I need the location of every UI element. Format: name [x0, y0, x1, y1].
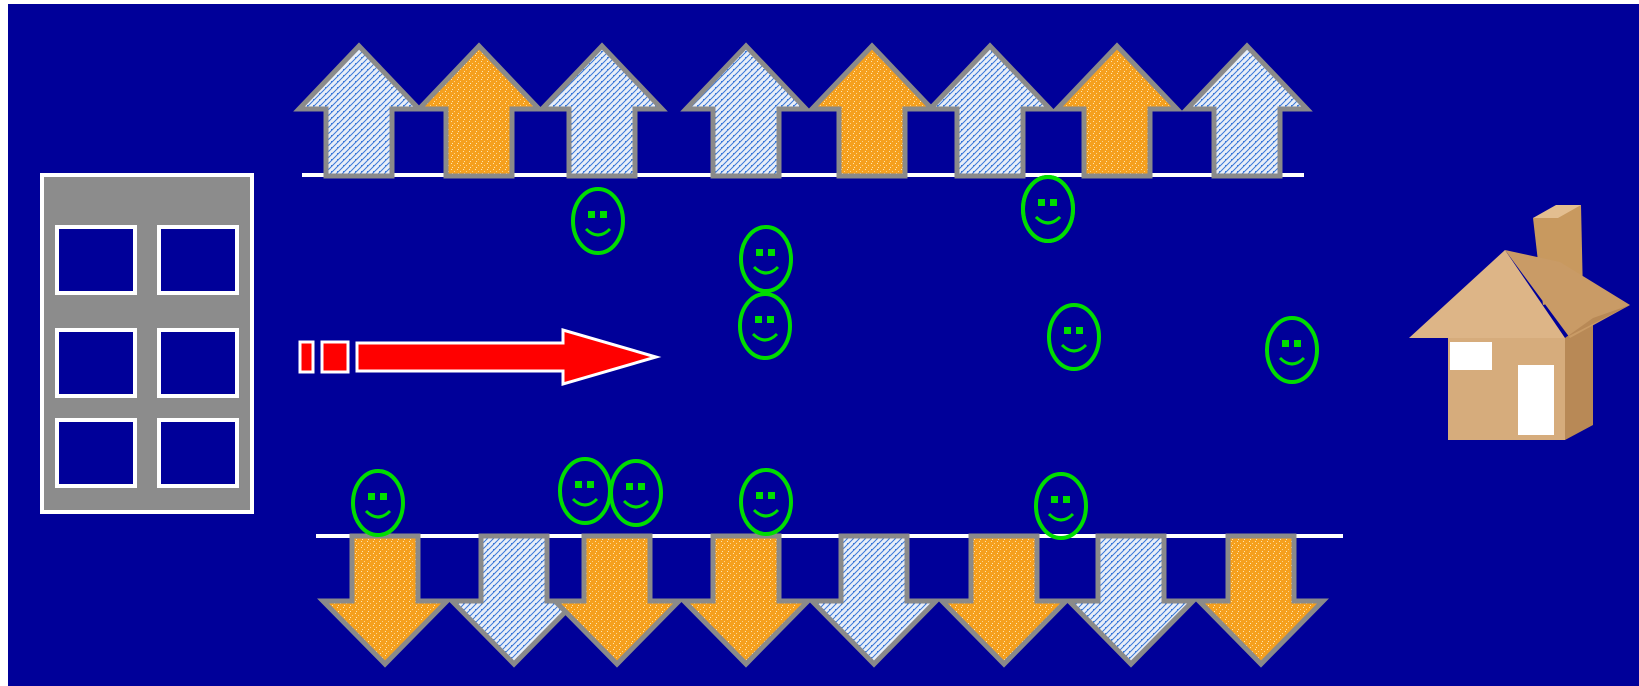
building-window	[159, 330, 237, 396]
building-window	[57, 420, 135, 486]
building-window	[159, 420, 237, 486]
office-building	[42, 175, 252, 512]
bottom-lane-line	[316, 534, 1343, 538]
building-window	[159, 227, 237, 293]
building-window	[57, 330, 135, 396]
building-window	[57, 227, 135, 293]
